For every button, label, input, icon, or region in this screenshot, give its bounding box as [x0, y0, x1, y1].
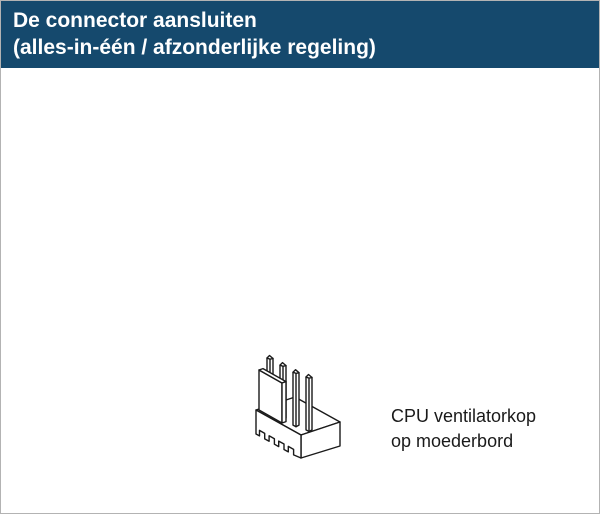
header-bar: De connector aansluiten (alles-in-één / …: [1, 1, 599, 68]
page-title-line1: De connector aansluiten: [13, 9, 257, 32]
wall-right-face: [281, 380, 287, 424]
figure-caption-line2: op moederbord: [391, 431, 514, 451]
pin-4-edges: [305, 376, 313, 433]
cpu-fan-header-illustration: [255, 354, 341, 459]
page-title-line2: (alles-in-één / afzonderlijke regeling): [13, 36, 376, 59]
base-front-face: [255, 409, 302, 459]
figure-caption-line1: CPU ventilatorkop: [391, 406, 537, 426]
figure-caption: CPU ventilatorkop op moederbord: [391, 404, 536, 454]
pin-3-edges: [292, 371, 300, 428]
